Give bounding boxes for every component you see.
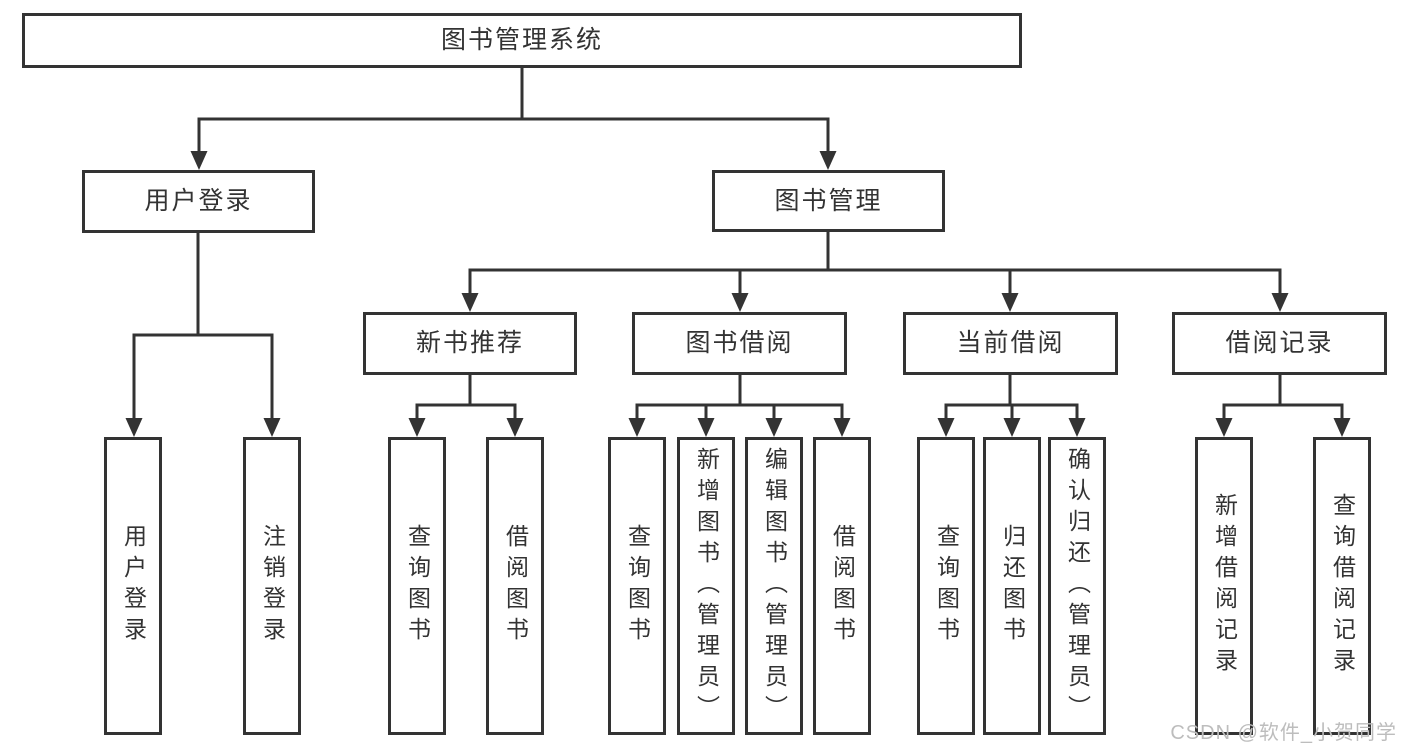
leaf-label: 借阅图书: [502, 524, 529, 648]
leaf-label: 查询图书: [404, 524, 431, 648]
leaf-label: 查询借阅记录: [1329, 493, 1356, 679]
leaf-confirm-return-admin: 确认归还（管理员）: [1048, 437, 1106, 735]
leaf-label: 归还图书: [999, 524, 1026, 648]
leaf-query-books-borrow: 查询图书: [608, 437, 666, 735]
node-book-manage: 图书管理: [712, 170, 945, 232]
leaf-add-books-admin: 新增图书（管理员）: [677, 437, 735, 735]
leaf-label: 用户登录: [120, 524, 147, 648]
node-root-system: 图书管理系统: [22, 13, 1022, 68]
node-book-borrow: 图书借阅: [632, 312, 847, 375]
node-current-borrow: 当前借阅: [903, 312, 1118, 375]
leaf-label: 查询图书: [624, 524, 651, 648]
leaf-edit-books-admin: 编辑图书（管理员）: [745, 437, 803, 735]
node-user-login: 用户登录: [82, 170, 315, 233]
leaf-query-books-current: 查询图书: [917, 437, 975, 735]
leaf-query-borrow-record: 查询借阅记录: [1313, 437, 1371, 735]
csdn-watermark: CSDN @软件_小贺同学: [1170, 722, 1397, 744]
leaf-label: 注销登录: [259, 524, 286, 648]
leaf-label: 新增图书（管理员）: [693, 446, 720, 726]
leaf-label: 借阅图书: [829, 524, 856, 648]
leaf-borrow-books: 借阅图书: [813, 437, 871, 735]
leaf-logout: 注销登录: [243, 437, 301, 735]
leaf-label: 新增借阅记录: [1211, 493, 1238, 679]
leaf-label: 确认归还（管理员）: [1064, 446, 1091, 726]
leaf-user-login: 用户登录: [104, 437, 162, 735]
leaf-add-borrow-record: 新增借阅记录: [1195, 437, 1253, 735]
node-new-book-recommend: 新书推荐: [363, 312, 577, 375]
leaf-return-books: 归还图书: [983, 437, 1041, 735]
leaf-query-books-recommend: 查询图书: [388, 437, 446, 735]
leaf-borrow-books-recommend: 借阅图书: [486, 437, 544, 735]
leaf-label: 编辑图书（管理员）: [761, 446, 788, 726]
node-borrow-record: 借阅记录: [1172, 312, 1387, 375]
leaf-label: 查询图书: [933, 524, 960, 648]
